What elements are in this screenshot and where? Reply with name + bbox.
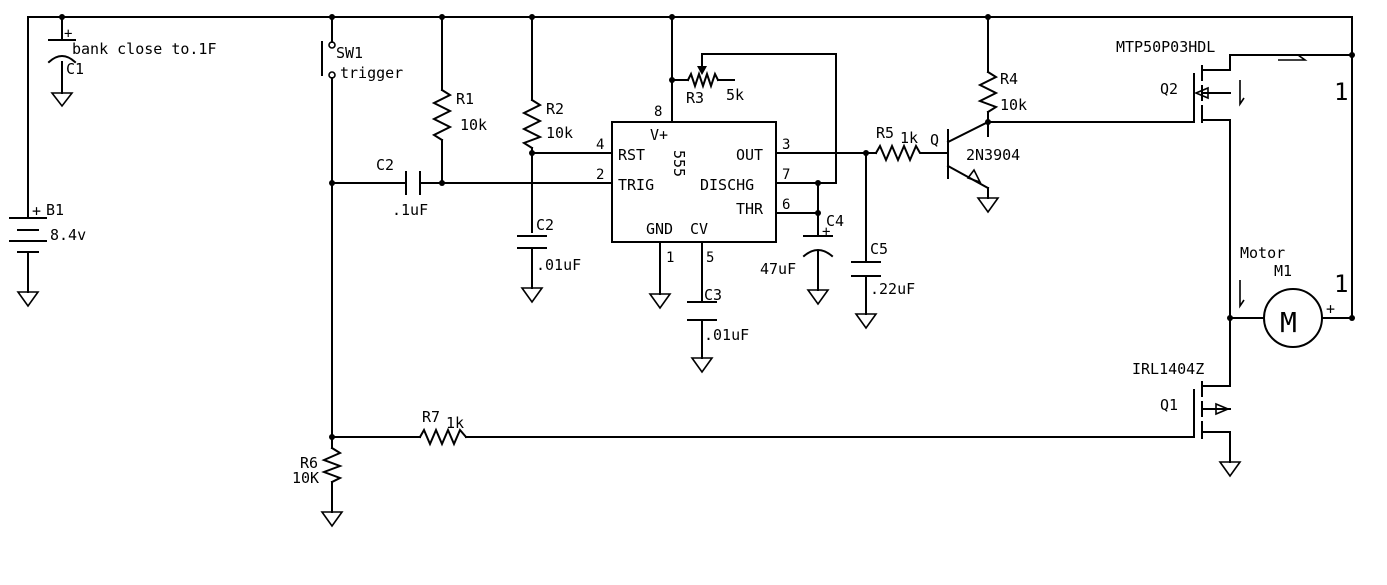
capacitor-c3: C3 .01uF [687, 286, 749, 344]
capacitor-c4: + C4 47uF [760, 212, 844, 278]
r5-value: 1k [900, 129, 918, 147]
c3-value: .01uF [704, 326, 749, 344]
r5-label: R5 [876, 124, 894, 142]
r4-value: 10k [1000, 96, 1027, 114]
q1-part: IRL1404Z [1132, 360, 1204, 378]
resistor-r4: R4 10k [977, 70, 1027, 114]
c4-value: 47uF [760, 260, 796, 278]
ic-out: OUT [736, 146, 763, 164]
c2a-label: C2 [376, 156, 394, 174]
ic-trig: TRIG [618, 176, 654, 194]
r3-label: R3 [686, 89, 704, 107]
ic-vplus: V+ [650, 126, 668, 144]
c4-plus-label: + [822, 224, 830, 240]
c1-plus-label: + [64, 26, 72, 42]
arrow-label-bottom: 1 [1334, 270, 1348, 298]
r6-label: R6 [300, 454, 318, 472]
pin-3: 3 [782, 137, 790, 153]
c1-note: bank close to.1F [72, 40, 217, 58]
wires [27, 16, 1353, 513]
motor-label: Motor [1240, 244, 1285, 262]
motor-symbol: M [1280, 306, 1297, 339]
r7-value: 1k [446, 414, 464, 432]
r2-label: R2 [546, 100, 564, 118]
m1-label: M1 [1274, 262, 1292, 280]
q2-label: Q2 [1160, 80, 1178, 98]
motor-m1: M + Motor M1 [1240, 244, 1335, 348]
resistor-r2: R2 10k [521, 98, 573, 150]
q-value: 2N3904 [966, 146, 1020, 164]
ic-cv: CV [690, 220, 708, 238]
pin-6: 6 [782, 197, 790, 213]
q2-part: MTP50P03HDL [1116, 38, 1215, 56]
r1-value: 10k [460, 116, 487, 134]
r6-value: 10K [292, 469, 319, 487]
c1-label: C1 [66, 60, 84, 78]
c4-label: C4 [826, 212, 844, 230]
ic-thr: THR [736, 200, 764, 218]
capacitor-c2-trig: C2 .1uF [376, 156, 428, 219]
b1-value: 8.4v [50, 226, 86, 244]
c2b-value: .01uF [536, 256, 581, 274]
switch-sw1: SW1 trigger [321, 41, 403, 82]
battery-b1: + B1 8.4v [9, 201, 86, 253]
arrow-label-top: 1 [1334, 78, 1348, 106]
motor-plus-label: + [1326, 300, 1335, 318]
r1-label: R1 [456, 90, 474, 108]
c5-label: C5 [870, 240, 888, 258]
resistor-r7: R7 1k [418, 408, 468, 447]
b1-label: B1 [46, 201, 64, 219]
resistor-r1: R1 10k [431, 88, 487, 142]
sw1-label: SW1 [336, 44, 363, 62]
capacitor-c1: + bank close to.1F C1 [47, 26, 217, 78]
transistor-q-2n3904: Q 2N3904 [930, 120, 1020, 190]
c3-label: C3 [704, 286, 722, 304]
capacitor-c2-rst: C2 .01uF [517, 216, 581, 274]
ic-rst: RST [618, 146, 645, 164]
pin-8: 8 [654, 104, 662, 120]
pin-2: 2 [596, 167, 604, 183]
pin-1: 1 [666, 250, 674, 266]
potentiometer-r3: R3 5k [686, 66, 744, 107]
ic-dischg: DISCHG [700, 176, 754, 194]
junction-dots [59, 14, 1355, 440]
q-label: Q [930, 131, 939, 149]
ground-symbols [16, 92, 1242, 528]
resistor-r6: R6 10K [292, 446, 343, 487]
pin-4: 4 [596, 137, 604, 153]
current-arrows: 1 1 [1239, 54, 1348, 309]
ic-555-label: 555 [670, 150, 688, 177]
c2a-value: .1uF [392, 201, 428, 219]
c5-value: .22uF [870, 280, 915, 298]
q1-label: Q1 [1160, 396, 1178, 414]
b1-plus-label: + [32, 202, 41, 220]
mosfet-q2: MTP50P03HDL Q2 [1116, 38, 1231, 123]
resistor-r5: R5 1k [874, 124, 925, 163]
r2-value: 10k [546, 124, 573, 142]
sw1-value: trigger [340, 64, 403, 82]
capacitor-c5: C5 .22uF [851, 240, 915, 298]
mosfet-q1: IRL1404Z Q1 [1132, 360, 1231, 439]
r7-label: R7 [422, 408, 440, 426]
r4-label: R4 [1000, 70, 1018, 88]
pin-5: 5 [706, 250, 714, 266]
pin-7: 7 [782, 167, 790, 183]
c2b-label: C2 [536, 216, 554, 234]
r3-value: 5k [726, 86, 744, 104]
ic-555: V+ RST TRIG GND CV OUT DISCHG THR 555 8 … [596, 104, 790, 266]
ic-gnd: GND [646, 220, 673, 238]
